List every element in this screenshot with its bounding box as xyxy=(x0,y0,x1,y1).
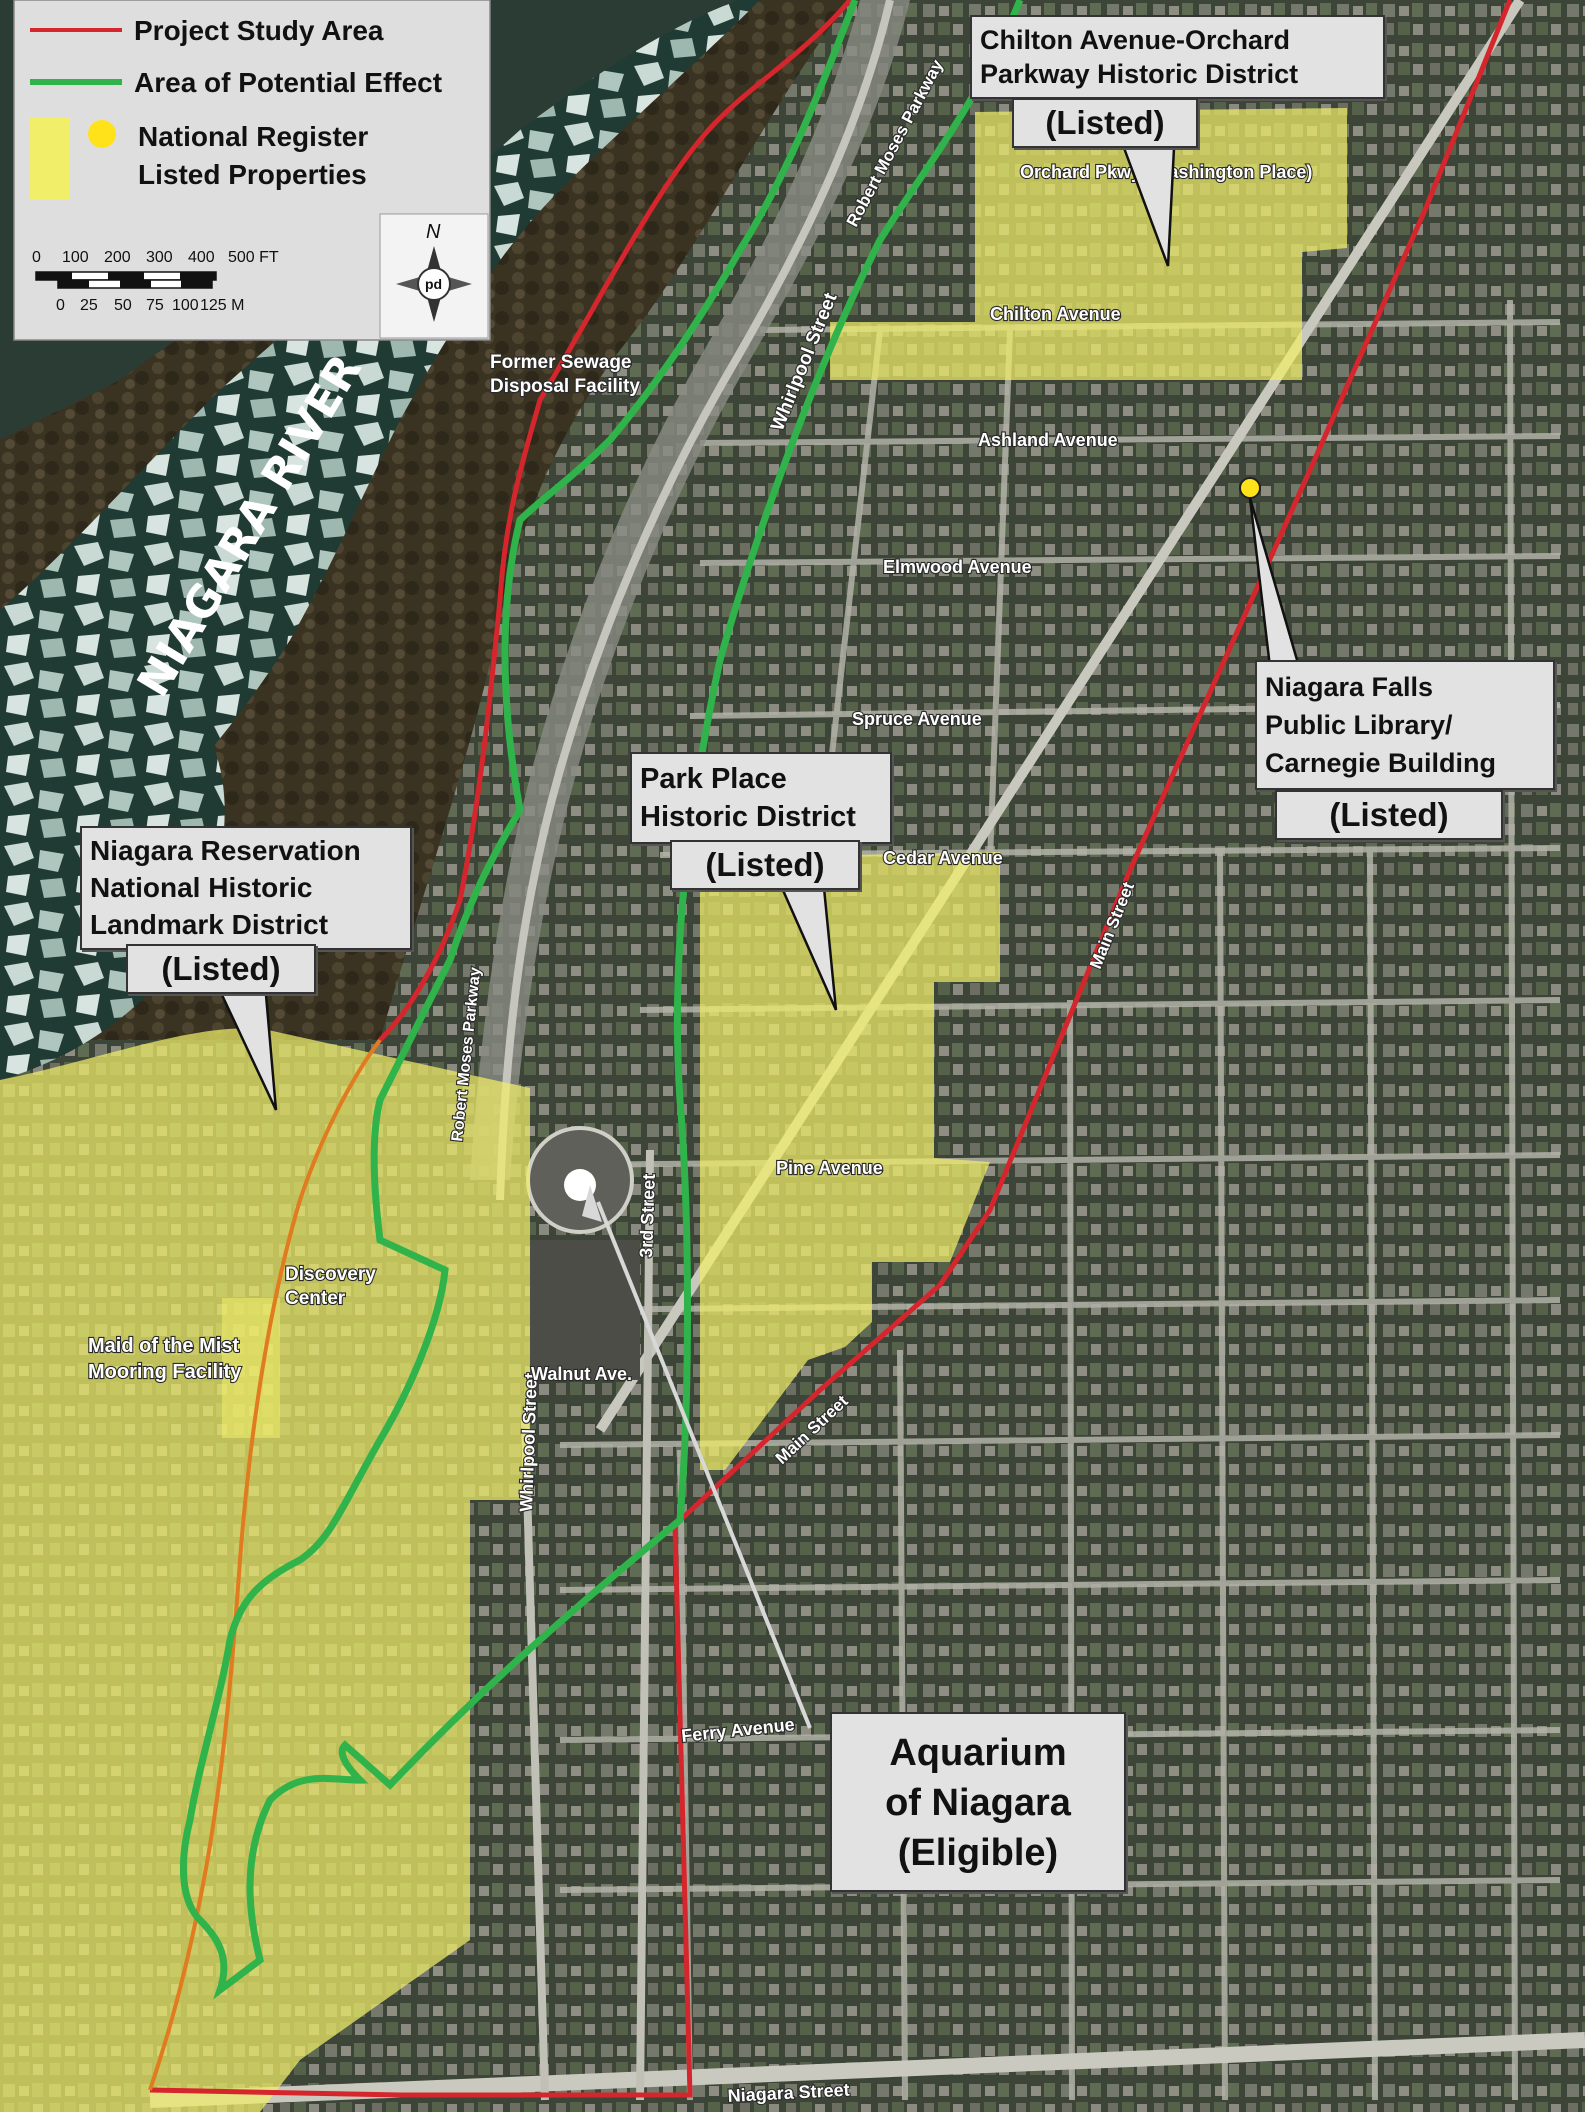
scale-ft-300: 300 xyxy=(146,249,173,266)
legend-listed-label-2: Listed Properties xyxy=(138,159,367,190)
chilton-avenue-label: Chilton Avenue xyxy=(990,304,1121,324)
north-arrow-label: N xyxy=(426,221,441,243)
callout-library: Niagara Falls Public Library/ Carnegie B… xyxy=(1255,660,1555,790)
legend-listed-swatch xyxy=(30,118,70,200)
callout-chilton-line-1: Chilton Avenue-Orchard xyxy=(980,25,1291,55)
scale-ft-100: 100 xyxy=(62,249,89,266)
listed-properties xyxy=(0,108,1347,2112)
scale-m-125: 125 M xyxy=(200,297,244,314)
area-of-potential-effect-line xyxy=(180,0,1024,2000)
whirlpool-street-road xyxy=(496,0,894,1201)
chilton-orchard-district-area xyxy=(830,108,1347,380)
project-study-area-line xyxy=(149,0,1513,2098)
callout-aquarium-line-3: (Eligible) xyxy=(897,1832,1059,1874)
ashland-avenue-label: Ashland Avenue xyxy=(978,430,1118,450)
scale-m-0: 0 xyxy=(56,297,65,314)
niagara-reservation-area xyxy=(0,1028,530,2112)
callout-aquarium-line-2: of Niagara xyxy=(885,1782,1071,1824)
aquarium-leader-line xyxy=(596,1201,812,1729)
callout-library-line-1: Niagara Falls xyxy=(1265,672,1434,702)
walnut-ave-label: Walnut Ave. xyxy=(531,1364,632,1384)
legend: Project Study Area Area of Potential Eff… xyxy=(13,0,491,341)
callout-chilton-line-2: Parkway Historic District xyxy=(980,59,1299,89)
callout-library-line-2: Public Library/ xyxy=(1265,710,1453,740)
legend-study-area-label: Project Study Area xyxy=(134,15,384,46)
north-arrow-icon: N pd xyxy=(379,213,489,339)
callout-reservation-line-3: Landmark District xyxy=(90,909,329,940)
compass-logo-text: pd xyxy=(425,276,442,292)
legend-ape-label: Area of Potential Effect xyxy=(134,67,442,98)
status-reservation-listed: (Listed) xyxy=(126,944,316,994)
status-park-place-listed: (Listed) xyxy=(670,840,860,890)
sewage-facility-label-2: Disposal Facility xyxy=(490,376,640,397)
scale-bar: 0 100 200 300 400 500 FT 0 25 50 75 100 … xyxy=(32,249,279,314)
aquarium-leader-arrowhead xyxy=(582,1185,602,1222)
callout-chilton-orchard: Chilton Avenue-Orchard Parkway Historic … xyxy=(970,15,1385,99)
callout-park-place-line-1: Park Place xyxy=(640,763,787,795)
discovery-center-label-2: Center xyxy=(285,1288,346,1309)
scale-ft-0: 0 xyxy=(32,249,41,266)
whirlpool-street-lower-label: Whirlpool Street xyxy=(516,1373,541,1513)
legend-listed-label-1: National Register xyxy=(138,121,368,152)
sewage-facility-label-1: Former Sewage xyxy=(490,352,632,373)
scale-ft-200: 200 xyxy=(104,249,131,266)
park-place-district-area xyxy=(700,852,1000,1470)
callout-niagara-reservation: Niagara Reservation National Historic La… xyxy=(80,826,412,950)
niagara-street-road xyxy=(149,2032,1585,2108)
third-street-label: 3rd Street xyxy=(636,1173,659,1258)
library-marker xyxy=(1239,477,1261,499)
pine-avenue-label: Pine Avenue xyxy=(776,1158,883,1178)
status-chilton-listed: (Listed) xyxy=(1012,98,1198,148)
aquarium-site xyxy=(526,1126,640,1380)
maid-of-mist-label-2: Mooring Facility xyxy=(88,1361,242,1383)
discovery-center-label-1: Discovery xyxy=(285,1264,376,1285)
scale-m-50: 50 xyxy=(114,297,132,314)
project-study-area-west xyxy=(378,0,852,1042)
parkway-corridor xyxy=(470,0,910,1180)
cedar-avenue-label: Cedar Avenue xyxy=(883,848,1003,868)
leader-lines xyxy=(220,147,1306,1111)
whirlpool-street-lower-road xyxy=(521,1419,549,2101)
callout-park-place: Park Place Historic District xyxy=(630,752,892,844)
callout-aquarium: Aquarium of Niagara (Eligible) xyxy=(830,1712,1126,1892)
status-library-listed: (Listed) xyxy=(1275,790,1503,840)
third-street-road xyxy=(636,1149,654,2101)
project-study-area-orange xyxy=(148,1038,382,2091)
callout-library-line-3: Carnegie Building xyxy=(1265,748,1497,778)
scale-m-100: 100 xyxy=(172,297,199,314)
scale-m-75: 75 xyxy=(146,297,164,314)
maid-of-mist-label-1: Maid of the Mist xyxy=(88,1335,239,1357)
legend-listed-dot xyxy=(88,120,116,148)
callout-reservation-line-2: National Historic xyxy=(90,872,313,903)
callout-aquarium-line-1: Aquarium xyxy=(889,1732,1067,1774)
scale-ft-500: 500 FT xyxy=(228,249,279,266)
scale-m-25: 25 xyxy=(80,297,98,314)
spruce-avenue-label: Spruce Avenue xyxy=(852,709,982,729)
callout-reservation-line-1: Niagara Reservation xyxy=(90,835,361,866)
callout-park-place-line-2: Historic District xyxy=(640,801,856,833)
elmwood-avenue-label: Elmwood Avenue xyxy=(883,557,1032,577)
river-ice xyxy=(0,0,760,900)
scale-ft-400: 400 xyxy=(188,249,215,266)
